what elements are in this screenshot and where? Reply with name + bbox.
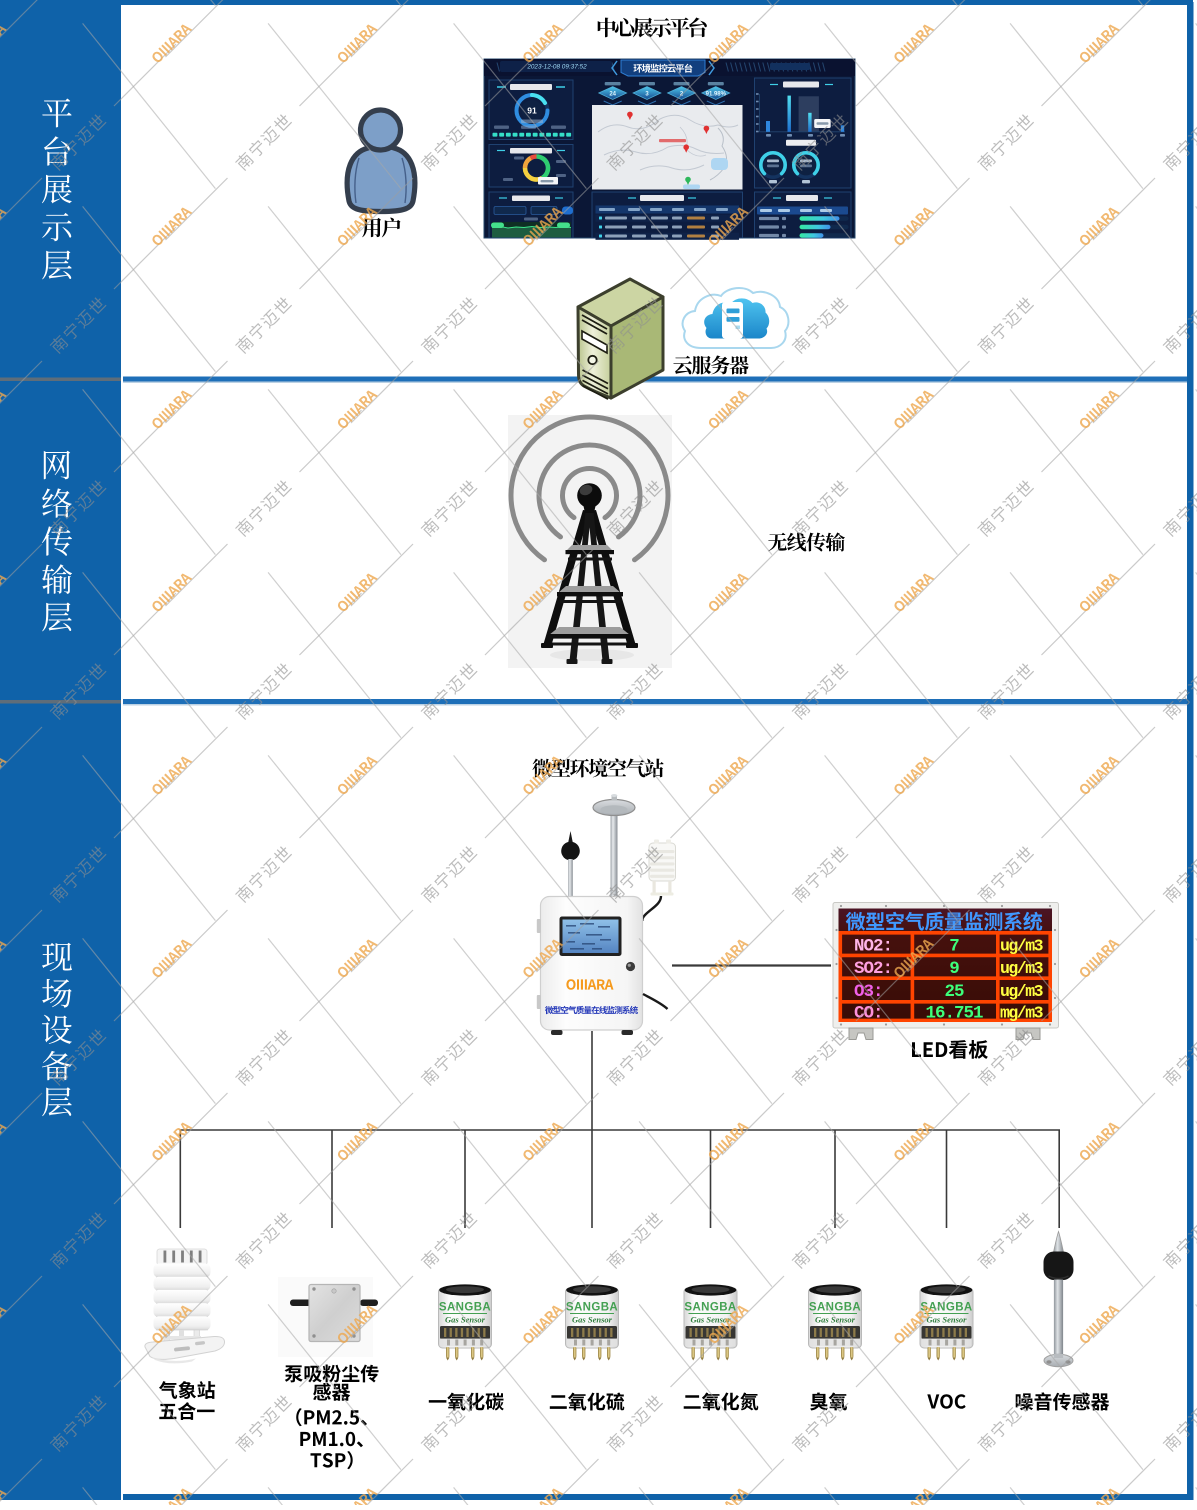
svg-text:9: 9 — [949, 959, 959, 979]
svg-text:24: 24 — [609, 92, 616, 98]
svg-text:ug/m3: ug/m3 — [1000, 937, 1044, 956]
svg-text:O3:: O3: — [854, 982, 883, 1002]
svg-text:SO2:: SO2: — [854, 959, 892, 979]
svg-text:16.751: 16.751 — [925, 1004, 983, 1024]
svg-text:NO2:: NO2: — [854, 937, 892, 957]
svg-text:ug/m3: ug/m3 — [1000, 982, 1044, 1001]
svg-text:Gas Sensor: Gas Sensor — [927, 1315, 968, 1325]
svg-text:Gas Sensor: Gas Sensor — [572, 1315, 613, 1325]
svg-text:2023-12-08 09:37:52: 2023-12-08 09:37:52 — [526, 64, 587, 71]
svg-text:SANGBA: SANGBA — [439, 1302, 491, 1314]
svg-text:Gas Sensor: Gas Sensor — [815, 1315, 856, 1325]
svg-text:3: 3 — [645, 92, 649, 98]
svg-text:Gas Sensor: Gas Sensor — [691, 1315, 732, 1325]
svg-text:SANGBA: SANGBA — [684, 1302, 736, 1314]
svg-text:SANGBA: SANGBA — [809, 1302, 861, 1314]
svg-text:91.98%: 91.98% — [706, 92, 727, 98]
svg-text:mg/m3: mg/m3 — [1000, 1004, 1044, 1023]
svg-text:25: 25 — [944, 982, 964, 1002]
svg-text:7: 7 — [949, 937, 959, 957]
svg-text:91: 91 — [527, 106, 537, 116]
svg-text:SANGBA: SANGBA — [566, 1302, 618, 1314]
svg-text:ug/m3: ug/m3 — [1000, 959, 1044, 978]
svg-text:CO:: CO: — [854, 1004, 883, 1024]
